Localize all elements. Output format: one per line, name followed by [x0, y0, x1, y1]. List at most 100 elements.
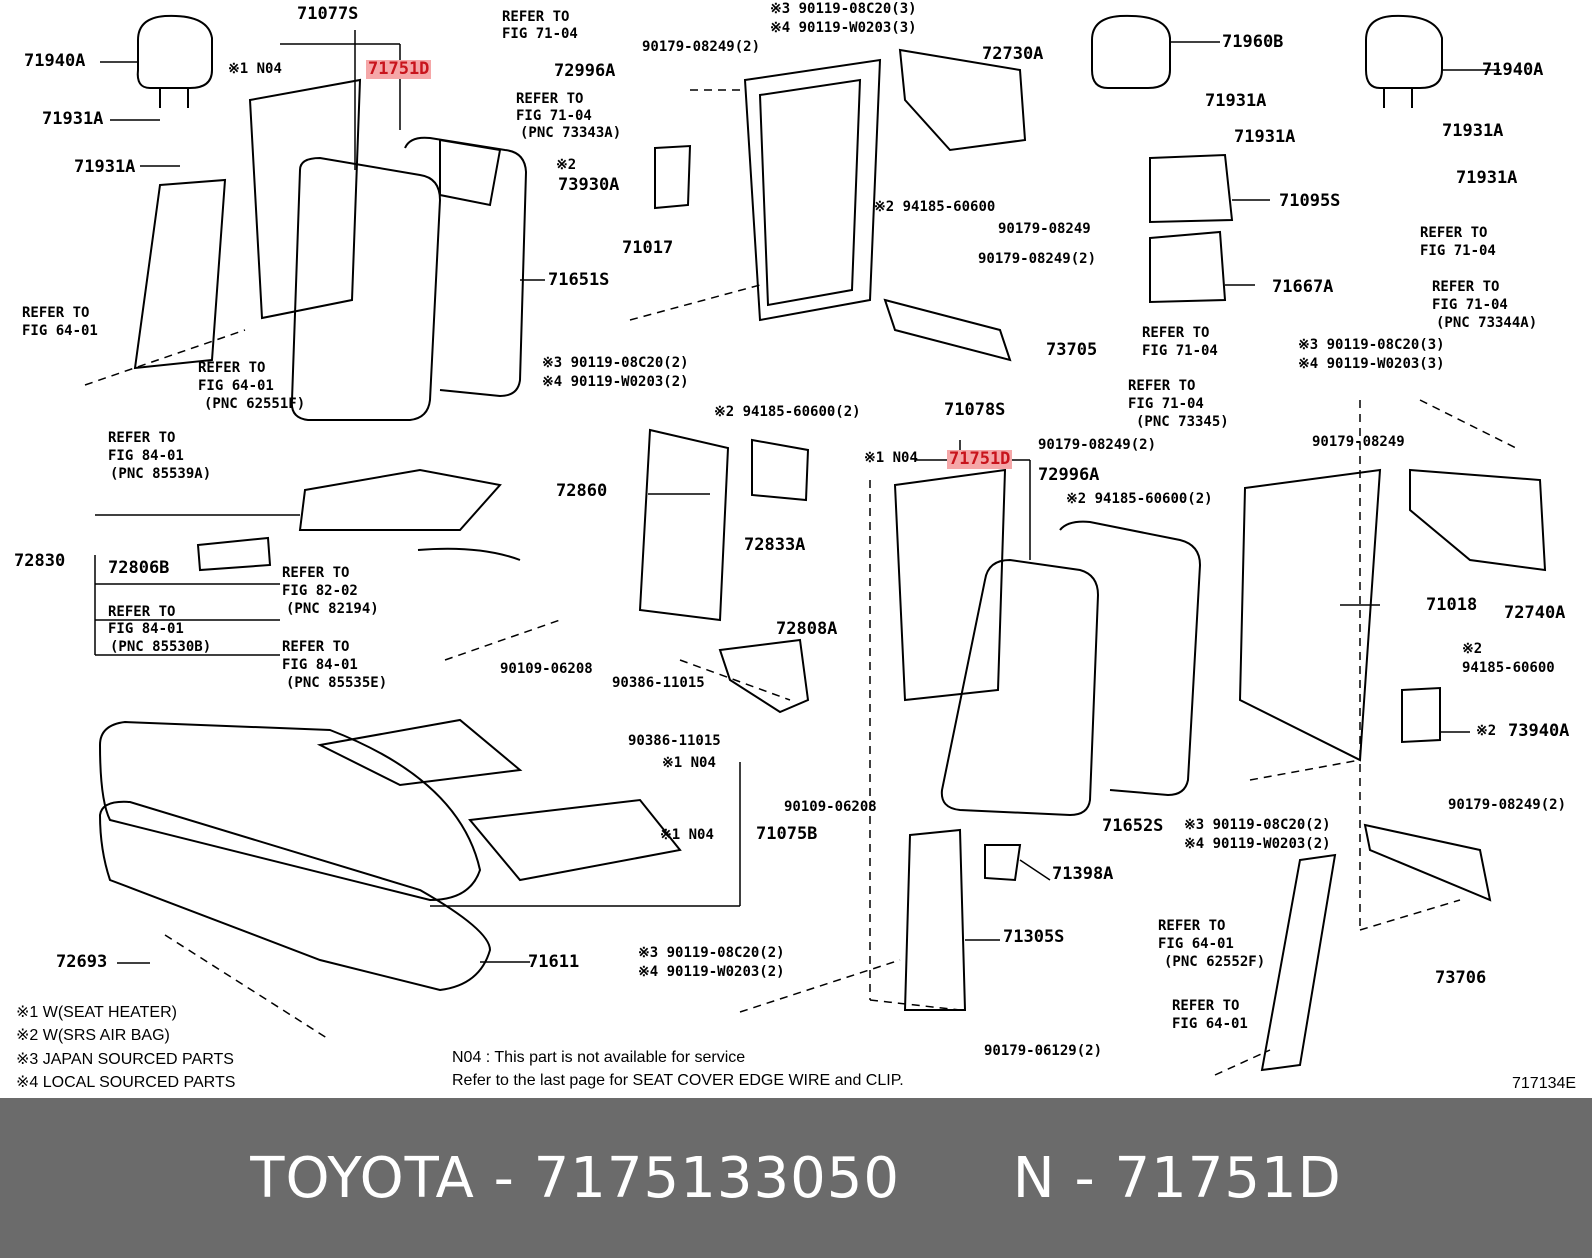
- legend-item: ※3 JAPAN SOURCED PARTS: [16, 1051, 234, 1068]
- callout-73940a: 73940A: [1508, 721, 1570, 741]
- part-number-label: 90109-06208: [500, 661, 593, 677]
- parts-diagram: 71077S 71940A 71931A 71931A 71751D 71651…: [14, 1, 1577, 1092]
- refer-to-label: (PNC 62551F): [204, 396, 306, 412]
- refer-to-label: FIG 64-01: [22, 323, 98, 339]
- refer-to-label: FIG 71-04: [1432, 297, 1508, 313]
- refer-to-label: FIG 84-01: [108, 448, 184, 464]
- refer-to-label: (PNC 85530B): [110, 639, 212, 655]
- part-number-label: 90179-08249(2): [1038, 437, 1157, 453]
- seatback-center: [638, 428, 1202, 1011]
- n04-marker: ※1 N04: [228, 61, 282, 77]
- callout-71398a: 71398A: [1052, 864, 1114, 884]
- right-parts: [1149, 153, 1547, 1072]
- part-number: 7175133050: [533, 1145, 900, 1211]
- callout-71940a-right: 71940A: [1482, 60, 1544, 80]
- refer-to-label: REFER TO: [282, 565, 350, 581]
- callout-72830: 72830: [14, 551, 66, 571]
- refer-to-label: (PNC 73344A): [1436, 315, 1538, 331]
- part-number-label: ※4 90119-W0203(3): [1298, 356, 1445, 372]
- brand-name: TOYOTA: [250, 1145, 475, 1211]
- n04-note: N04 : This part is not available for ser…: [452, 1049, 746, 1066]
- refer-to-label: REFER TO: [282, 639, 350, 655]
- headrest-71960b: [1091, 14, 1171, 89]
- armrest-72830: [196, 468, 521, 572]
- refer-to-label: REFER TO: [1142, 325, 1210, 341]
- part-number-label: 90179-08249: [998, 221, 1091, 237]
- part-code: 71751D: [1114, 1145, 1342, 1211]
- callout-71652s: 71652S: [1102, 816, 1164, 836]
- callout-72996a: 72996A: [554, 61, 616, 81]
- refer-to-label: REFER TO: [516, 91, 584, 107]
- dashed-lines: [84, 89, 1521, 1076]
- callout-71931a: 71931A: [1442, 121, 1504, 141]
- callout-71078s: 71078S: [944, 400, 1006, 420]
- refer-to-label: (PNC 73343A): [520, 125, 622, 141]
- legend-item: ※4 LOCAL SOURCED PARTS: [16, 1074, 236, 1091]
- callout-71017: 71017: [622, 238, 674, 258]
- callout-72808a: 72808A: [776, 619, 838, 639]
- refer-to-label: (PNC 82194): [286, 601, 379, 617]
- headrest-71940a-left: [136, 14, 213, 108]
- legend-item: ※1 W(SEAT HEATER): [16, 1004, 177, 1021]
- callout-71077s: 71077S: [297, 4, 359, 24]
- headrest-71940a-right: [1365, 14, 1443, 108]
- refer-to-label: REFER TO: [502, 9, 570, 25]
- refer-to-label: REFER TO: [1432, 279, 1500, 295]
- part-number-label: ※2 94185-60600: [874, 199, 996, 215]
- callout-71095s: 71095S: [1279, 191, 1341, 211]
- separator: -: [474, 1145, 534, 1211]
- part-number-label: ※2: [1462, 641, 1483, 657]
- callout-73930a: 73930A: [558, 175, 620, 195]
- leader-lines: [94, 30, 1500, 964]
- part-number-label: ※2: [556, 157, 577, 173]
- refer-to-label: (PNC 85535E): [286, 675, 388, 691]
- callout-71931a: 71931A: [1234, 127, 1296, 147]
- part-number-label: 90179-08249(2): [1448, 797, 1567, 813]
- refer-to-label: FIG 64-01: [1172, 1016, 1248, 1032]
- refer-to-label: FIG 84-01: [282, 657, 358, 673]
- callout-71931a: 71931A: [74, 157, 136, 177]
- part-number-label: ※2 94185-60600(2): [714, 404, 861, 420]
- refer-to-label: REFER TO: [198, 360, 266, 376]
- part-number-label: ※3 90119-08C20(2): [638, 945, 785, 961]
- refer-to-label: REFER TO: [1128, 378, 1196, 394]
- refer-to-label: FIG 82-02: [282, 583, 358, 599]
- callout-71960b: 71960B: [1222, 32, 1284, 52]
- callout-71075b: 71075B: [756, 824, 818, 844]
- seat-cushion: [98, 718, 682, 992]
- part-number-label: 90386-11015: [612, 675, 705, 691]
- n04-marker: ※1 N04: [660, 827, 714, 843]
- seatback-left: [133, 78, 528, 421]
- refer-to-label: FIG 71-04: [502, 26, 578, 42]
- part-number-label: 90179-08249(2): [642, 39, 761, 55]
- callout-72730a: 72730A: [982, 44, 1044, 64]
- frame-71017: [654, 48, 1027, 362]
- callout-73705: 73705: [1046, 340, 1098, 360]
- part-number-label: ※3 90119-08C20(2): [1184, 817, 1331, 833]
- highlighted-callout-71751d: 71751D: [366, 59, 432, 79]
- refer-note: Refer to the last page for SEAT COVER ED…: [452, 1072, 904, 1089]
- n04-marker: ※1 N04: [662, 755, 716, 771]
- part-number-label: ※2 94185-60600(2): [1066, 491, 1213, 507]
- callout-71931a: 71931A: [1456, 168, 1518, 188]
- callout-71651s: 71651S: [548, 270, 610, 290]
- refer-to-label: REFER TO: [1172, 998, 1240, 1014]
- part-number-label: 90386-11015: [628, 733, 721, 749]
- part-number-label: 90179-08249: [1312, 434, 1405, 450]
- code-prefix: N: [1012, 1145, 1056, 1211]
- callout-72833a: 72833A: [744, 535, 806, 555]
- callout-71018: 71018: [1426, 595, 1478, 615]
- spacer: [900, 1146, 1013, 1211]
- part-number-label: ※4 90119-W0203(2): [638, 964, 785, 980]
- refer-to-label: FIG 64-01: [1158, 936, 1234, 952]
- footer-caption: TOYOTA - 7175133050 N - 71751D: [0, 1098, 1592, 1258]
- part-number-label: ※3 90119-08C20(3): [770, 1, 917, 17]
- refer-to-label: REFER TO: [108, 604, 176, 620]
- refer-to-label: (PNC 73345): [1136, 414, 1229, 430]
- refer-to-label: FIG 71-04: [1128, 396, 1204, 412]
- callout-72740a: 72740A: [1504, 603, 1566, 623]
- part-number-label: ※4 90119-W0203(3): [770, 20, 917, 36]
- highlighted-callout-71751d: 71751D: [947, 449, 1013, 469]
- callout-72806b: 72806B: [108, 558, 170, 578]
- part-number-label: ※3 90119-08C20(2): [542, 355, 689, 371]
